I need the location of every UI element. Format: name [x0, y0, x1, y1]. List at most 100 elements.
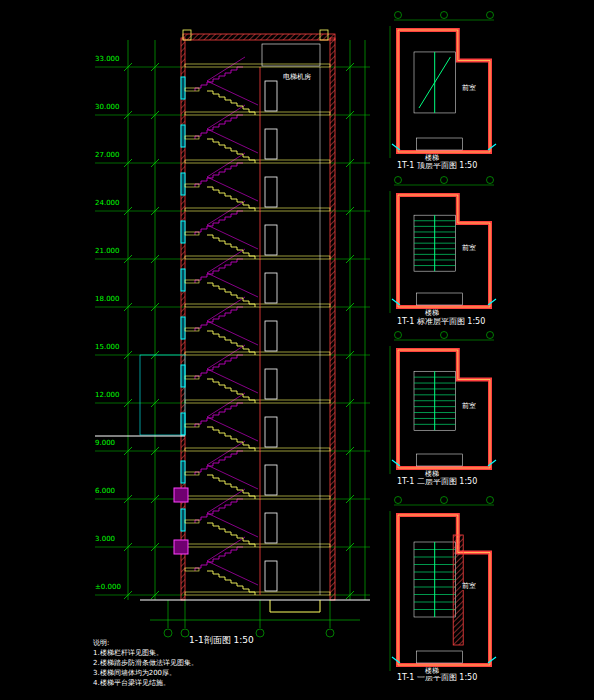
roof-slab: [183, 34, 335, 40]
door-swing: [392, 460, 496, 466]
floor-slab: [185, 592, 330, 595]
door-swing: [392, 144, 496, 150]
stair-flight-beyond: [195, 355, 243, 379]
dimension-line: [128, 40, 129, 600]
dimension-tick: [151, 303, 159, 311]
stair-tread: [414, 226, 455, 227]
stair-tread: [414, 579, 455, 580]
stair-tread: [414, 377, 455, 378]
plan-wall-edge: [398, 30, 490, 152]
elevator-door: [265, 273, 277, 303]
grid-axis: [260, 600, 261, 628]
dimension-tick: [124, 111, 132, 119]
dimension-tick: [124, 303, 132, 311]
elevator-door: [265, 465, 277, 495]
axis-bubble: [441, 177, 448, 184]
level-line: [95, 307, 185, 308]
level-mark: 18.000: [94, 296, 121, 304]
level-line: [95, 259, 185, 260]
axis-bubble: [395, 12, 402, 19]
landing-slab: [185, 280, 199, 283]
level-mark: 33.000: [94, 56, 121, 64]
note-text: 4.楼梯平台梁详见结施。: [92, 680, 171, 688]
level-line: [95, 547, 185, 548]
equipment-box: [174, 488, 188, 502]
stair-arrow: [419, 57, 450, 108]
stair-flight: [207, 235, 255, 259]
room-label: 前室: [461, 245, 477, 253]
level-line: [330, 307, 370, 308]
landing-slab: [185, 376, 199, 379]
floor-slab: [185, 160, 330, 163]
stair-tread: [414, 254, 455, 255]
dimension-tick: [124, 351, 132, 359]
plan-wall-edge: [398, 350, 490, 468]
stair-tread: [414, 259, 455, 260]
stair-tread: [414, 549, 455, 550]
view-title: 1T-1 顶层平面图 1:50: [396, 162, 478, 171]
level-line: [330, 163, 370, 164]
stair-flight: [207, 187, 255, 211]
dimension-tick: [124, 63, 132, 71]
stair-tread: [414, 609, 455, 610]
dimension-tick: [151, 543, 159, 551]
shaft-wall: [260, 547, 261, 595]
level-mark: 9.000: [94, 440, 116, 448]
axis-bubble: [441, 12, 448, 19]
level-line: [330, 259, 370, 260]
level-line: [330, 499, 370, 500]
view-title: 1T-1 二层平面图 1:50: [396, 478, 478, 487]
floor-slab: [185, 256, 330, 259]
stair-tread: [414, 557, 455, 558]
axis-bubble: [487, 332, 494, 339]
stair-flight-beyond: [195, 451, 243, 475]
stair-tread: [414, 594, 455, 595]
ground-line: [140, 600, 370, 601]
stair-tread: [414, 572, 455, 573]
floor-slab: [185, 544, 330, 547]
shaft-line: [320, 211, 321, 259]
plan-wall: [398, 30, 490, 152]
dimension-tick: [124, 543, 132, 551]
dimension-line: [390, 26, 391, 158]
elevator-door: [265, 561, 277, 591]
stair-flight-beyond: [195, 211, 243, 235]
window-section: [181, 365, 185, 387]
landing-slab: [185, 88, 199, 91]
landing-slab: [185, 184, 199, 187]
grid-axis: [185, 600, 186, 628]
stair-tread: [414, 220, 455, 221]
axis-bubble: [164, 629, 172, 637]
stair-flight: [207, 331, 255, 355]
stair-plan: [414, 371, 455, 430]
dimension-line: [394, 20, 494, 21]
shaft-wall: [260, 211, 261, 259]
stair-flight: [207, 571, 255, 595]
parapet: [183, 30, 191, 40]
shaft-line: [320, 259, 321, 307]
dimension-line: [390, 191, 391, 313]
note-text: 3.楼梯间墙体均为200厚。: [92, 670, 177, 678]
elevator-door: [265, 321, 277, 351]
axis-bubble: [395, 332, 402, 339]
stair-tread: [414, 587, 455, 588]
window-section: [181, 77, 185, 99]
stair-flight: [207, 523, 255, 547]
level-mark: ±0.000: [94, 584, 122, 592]
grid-axis: [168, 600, 169, 628]
note-text: 1.楼梯栏杆详见图集。: [92, 650, 164, 658]
dimension-tick: [151, 447, 159, 455]
window-section: [181, 461, 185, 483]
window-section: [181, 173, 185, 195]
note-text: 2.楼梯踏步防滑条做法详见图集。: [92, 660, 199, 668]
room-label: 前室: [461, 583, 477, 591]
axis-bubble: [395, 177, 402, 184]
floor-slab: [185, 208, 330, 211]
shaft-line: [320, 403, 321, 451]
view-title: 1-1剖面图 1:50: [188, 636, 255, 646]
stair-flight: [207, 283, 255, 307]
wall-section: [181, 38, 185, 600]
dimension-line: [150, 620, 360, 621]
axis-bubble: [441, 332, 448, 339]
dimension-tick: [151, 255, 159, 263]
